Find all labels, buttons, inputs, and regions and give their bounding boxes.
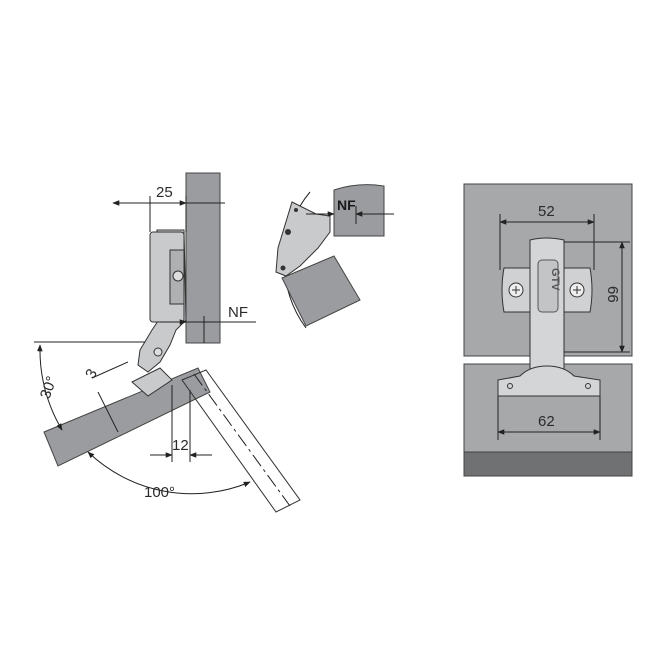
detail-nf-label: NF	[337, 197, 356, 213]
plate-view: GTV 52 66 62	[463, 183, 633, 477]
dim-25-label: 25	[156, 184, 173, 201]
base-plate	[497, 365, 601, 397]
cabinet-wall-panel	[185, 172, 221, 344]
hinge-cup	[131, 367, 173, 397]
hinge-screw	[172, 270, 184, 282]
dim-nf-label: NF	[228, 304, 248, 321]
hinge-pivot	[153, 347, 163, 357]
plate-logo: GTV	[549, 268, 561, 291]
side-view: 25 NF 30° 3 12 100°	[34, 172, 301, 513]
dim-66-label: 66	[604, 286, 621, 303]
dim-3-label: 3	[82, 366, 101, 382]
dim-52-label: 52	[538, 203, 555, 220]
plate-mount-wings	[501, 267, 593, 313]
detail-view: NF	[275, 184, 394, 329]
dim-12-label: 12	[172, 437, 189, 454]
detail-hinge-arm	[275, 201, 331, 277]
dim-30-label: 30°	[37, 374, 61, 401]
detail-wall-panel	[333, 184, 385, 237]
lower-panel-edge	[463, 451, 633, 477]
detail-door-panel	[281, 255, 361, 327]
dim-62-label: 62	[538, 413, 555, 430]
dim-100-label: 100°	[144, 484, 175, 501]
